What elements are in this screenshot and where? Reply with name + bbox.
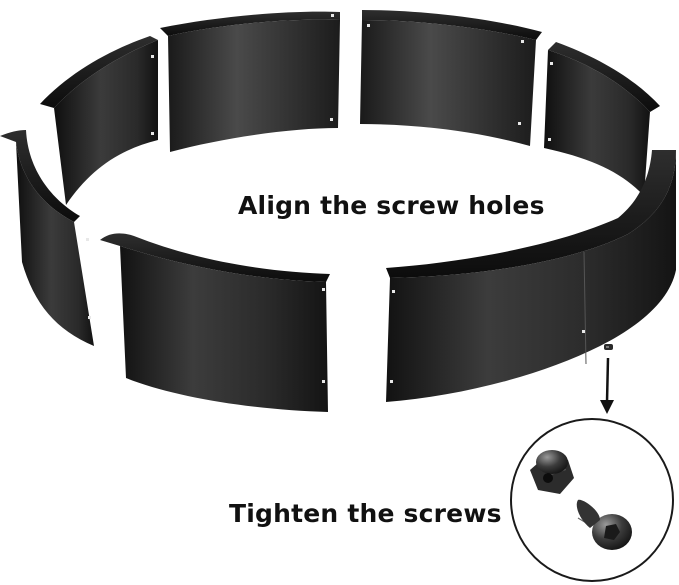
screw-hole bbox=[548, 138, 551, 141]
screw-hole bbox=[322, 288, 325, 291]
inserted-screw-icon bbox=[604, 344, 613, 350]
screw-hole bbox=[151, 55, 154, 58]
screw-hole bbox=[86, 238, 89, 241]
screw-hole bbox=[521, 40, 524, 43]
screw-hole bbox=[322, 380, 325, 383]
screw-hole bbox=[392, 290, 395, 293]
ring-panel-left bbox=[0, 130, 94, 346]
screw-hole bbox=[151, 132, 154, 135]
screw-hole bbox=[367, 24, 370, 27]
instruction-align-caption: Align the screw holes bbox=[238, 191, 545, 220]
ring-panel-front-left bbox=[100, 233, 330, 412]
acorn-nut-icon bbox=[530, 450, 574, 494]
ring-panel-back-center-left bbox=[160, 11, 340, 152]
screw-hole bbox=[330, 118, 333, 121]
screw-hole bbox=[582, 330, 585, 333]
ring-panel-front-right bbox=[386, 150, 676, 402]
down-arrow-icon bbox=[600, 357, 614, 414]
instruction-tighten-caption: Tighten the screws bbox=[229, 499, 502, 528]
screw-hole bbox=[331, 14, 334, 17]
ring-panel-back-center-right bbox=[360, 10, 542, 146]
ring-panel-back-right bbox=[544, 42, 660, 196]
screw-hole bbox=[390, 380, 393, 383]
hardware-detail-circle bbox=[510, 418, 674, 582]
ring-panel-back-left bbox=[40, 36, 158, 205]
button-head-screw-icon bbox=[576, 499, 632, 550]
screw-hole bbox=[518, 122, 521, 125]
screw-hole bbox=[550, 62, 553, 65]
screw-hole bbox=[88, 316, 91, 319]
